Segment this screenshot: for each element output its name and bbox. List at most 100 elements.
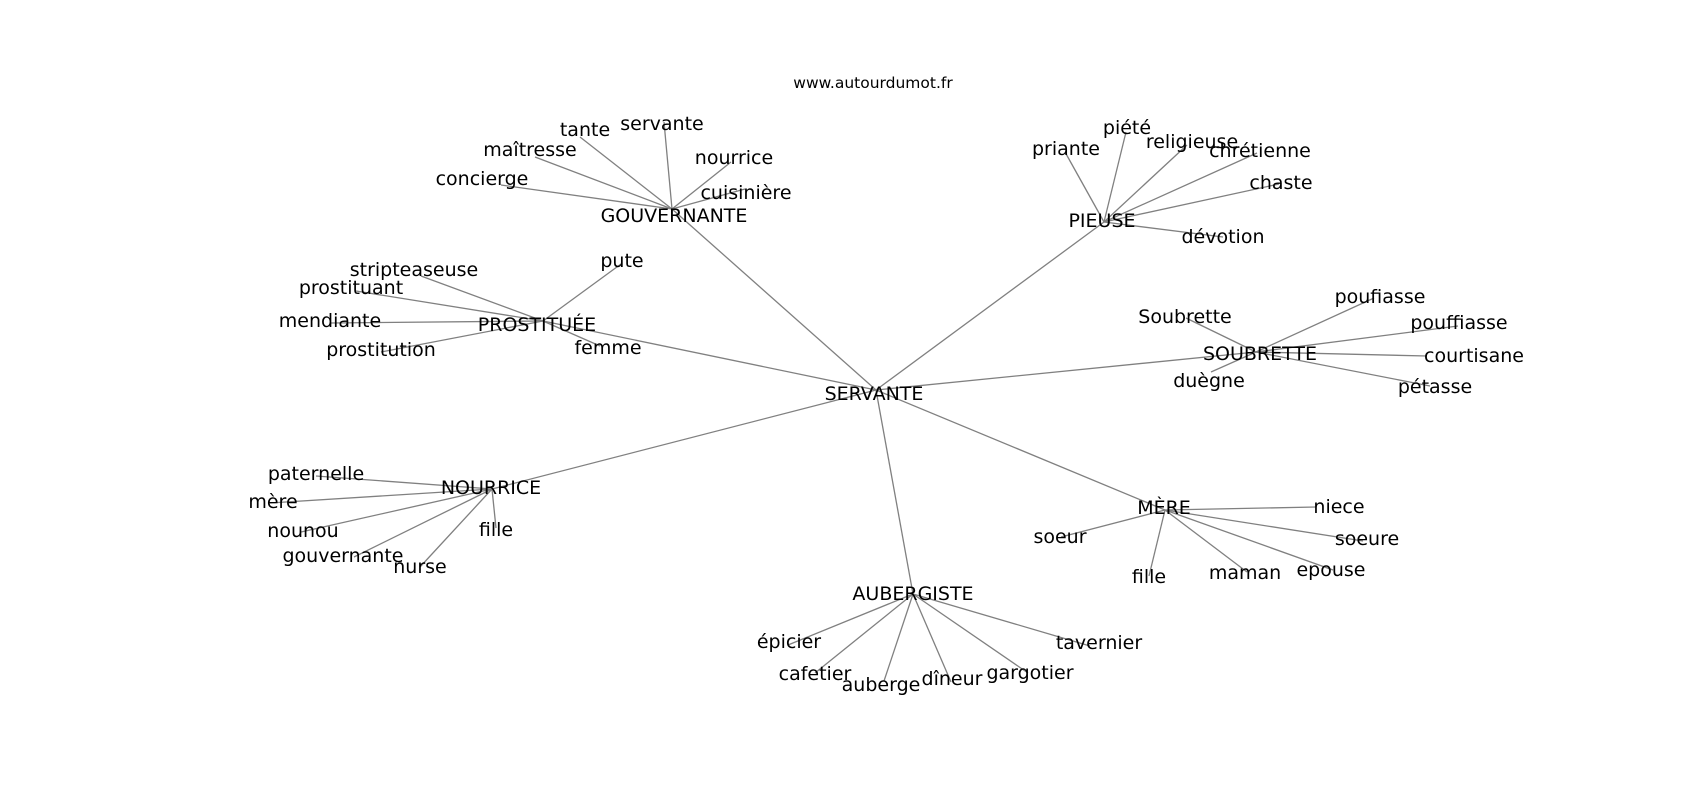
edge-gouvernante-cuisiniere (671, 188, 746, 210)
edge-soubrette-soubrette (1185, 317, 1257, 353)
word-node-soubrette-pouffiasse: pouffiasse (1410, 312, 1507, 334)
word-node-nourrice-fille: fille (479, 519, 513, 541)
word-node-nourrice-mere: mère (248, 491, 297, 513)
edge-nourrice-nurse (419, 488, 493, 568)
word-node-nourrice-gouvernante: gouvernante (282, 545, 403, 567)
edge-aubergiste-tavernier (912, 593, 1091, 647)
word-node-pieuse-chaste: chaste (1249, 172, 1312, 194)
word-node-aubergiste-dineur: dîneur (922, 668, 983, 690)
edge-mere-niece (1164, 506, 1317, 511)
edge-prostituee-mendiante (329, 320, 544, 324)
edge-pieuse-priante (1064, 151, 1105, 223)
word-node-pieuse-religieuse: religieuse (1146, 131, 1238, 153)
graph-labels: SERVANTE GOUVERNANTE tante servante maîtress… (248, 113, 1524, 696)
edge-mere-maman (1164, 509, 1248, 573)
edge-gouvernante-servante (663, 121, 673, 210)
edge-root-pieuse (875, 221, 1105, 391)
hub-node-nourrice: NOURRICE (441, 477, 541, 499)
word-node-aubergiste-cafetier: cafetier (779, 663, 852, 685)
word-node-gouvernante-servante: servante (620, 113, 703, 135)
word-node-soubrette-courtisane: courtisane (1424, 345, 1524, 367)
edge-root-aubergiste (875, 389, 914, 595)
edge-root-gouvernante (671, 208, 877, 391)
edge-aubergiste-auberge (883, 593, 914, 682)
word-node-soubrette-poufiasse: poufiasse (1335, 286, 1426, 308)
edge-aubergiste-cafetier (814, 593, 914, 674)
edge-nourrice-nounou (300, 488, 493, 533)
edge-aubergiste-epicier (787, 593, 914, 646)
edge-mere-fille (1148, 509, 1166, 577)
word-node-pieuse-priante: priante (1032, 138, 1100, 160)
word-node-soubrette-soubrette: Soubrette (1138, 306, 1231, 328)
word-node-mere-epouse: epouse (1296, 559, 1365, 581)
edge-soubrette-poufiasse (1255, 297, 1375, 353)
word-node-prostituee-stripteaseuse: stripteaseuse (350, 259, 479, 281)
word-node-mere-soeur: soeur (1033, 526, 1086, 548)
edge-pieuse-chretienne (1103, 152, 1258, 223)
word-node-gouvernante-concierge: concierge (436, 168, 529, 190)
edge-aubergiste-gargotier (912, 593, 1029, 674)
edge-gouvernante-tante (579, 136, 673, 210)
edge-soubrette-duegne (1210, 351, 1257, 373)
edge-root-soubrette (875, 351, 1257, 391)
hub-node-soubrette: SOUBRETTE (1203, 343, 1317, 365)
word-node-aubergiste-auberge: auberge (842, 674, 921, 696)
word-node-mere-maman: maman (1209, 562, 1281, 584)
edge-nourrice-fille (491, 488, 497, 529)
edge-root-prostituee (542, 320, 877, 391)
word-node-mere-niece: niece (1313, 496, 1364, 518)
edge-pieuse-chaste (1103, 183, 1280, 223)
edge-prostituee-femme (542, 320, 601, 347)
edge-root-nourrice (491, 389, 877, 490)
edge-pieuse-piete (1103, 131, 1127, 223)
edge-prostituee-stripteaseuse (420, 275, 544, 322)
edge-pieuse-religieuse (1103, 144, 1188, 223)
edge-mere-epouse (1164, 509, 1334, 571)
root-node-label: SERVANTE (825, 383, 924, 405)
edge-gouvernante-concierge (500, 184, 673, 210)
edge-soubrette-petasse (1255, 351, 1431, 387)
word-node-pieuse-chretienne: chrétienne (1209, 140, 1311, 162)
word-node-prostituee-prostitution: prostitution (326, 339, 436, 361)
word-node-pieuse-devotion: dévotion (1181, 226, 1264, 248)
hub-node-aubergiste: AUBERGISTE (852, 583, 973, 605)
word-node-aubergiste-epicier: épicier (757, 631, 821, 653)
word-node-mere-soeure: soeure (1335, 528, 1399, 550)
word-node-gouvernante-maitresse: maîtresse (483, 139, 576, 161)
word-node-nourrice-paternelle: paternelle (268, 463, 364, 485)
site-url-label: www.autourdumot.fr (793, 74, 953, 92)
edge-prostituee-prostituant (355, 290, 544, 322)
word-node-prostituee-prostituant: prostituant (299, 277, 403, 299)
edge-mere-soeure (1164, 509, 1364, 542)
edge-gouvernante-nourrice (671, 161, 732, 210)
word-node-aubergiste-gargotier: gargotier (986, 662, 1073, 684)
word-node-pieuse-piete: piété (1103, 117, 1151, 139)
edge-mere-soeur (1060, 509, 1166, 538)
word-node-gouvernante-nourrice: nourrice (695, 147, 773, 169)
edge-prostituee-pute (542, 263, 622, 322)
hub-node-gouvernante: GOUVERNANTE (601, 205, 748, 227)
word-node-nourrice-nurse: nurse (393, 556, 446, 578)
edge-root-mere (875, 389, 1166, 511)
edge-nourrice-mere (269, 488, 493, 504)
word-node-prostituee-pute: pute (600, 250, 643, 272)
hub-node-mere: MÈRE (1137, 496, 1191, 519)
edge-prostituee-prostitution (380, 320, 544, 353)
word-node-aubergiste-tavernier: tavernier (1056, 632, 1143, 654)
hub-node-pieuse: PIEUSE (1068, 210, 1135, 232)
word-node-soubrette-petasse: pétasse (1398, 376, 1472, 398)
edge-pieuse-devotion (1103, 221, 1224, 238)
edge-gouvernante-maitresse (534, 156, 673, 210)
word-node-soubrette-duegne: duègne (1173, 370, 1245, 392)
word-node-gouvernante-tante: tante (560, 119, 610, 141)
word-node-prostituee-femme: femme (574, 337, 641, 359)
edge-nourrice-paternelle (315, 475, 493, 490)
word-node-mere-fille: fille (1132, 566, 1166, 588)
edge-soubrette-pouffiasse (1255, 325, 1459, 353)
edge-aubergiste-dineur (912, 593, 952, 683)
word-node-gouvernante-cuisiniere: cuisinière (700, 182, 791, 204)
word-node-prostituee-mendiante: mendiante (279, 310, 381, 332)
edge-soubrette-courtisane (1255, 351, 1428, 357)
hub-node-prostituee: PROSTITUÉE (478, 313, 596, 336)
